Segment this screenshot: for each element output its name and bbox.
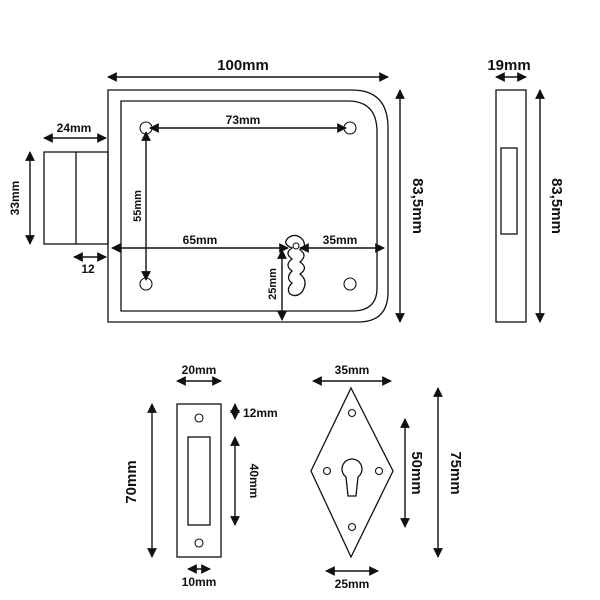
lock-body-outline — [107, 89, 389, 323]
dim-label-40mm: 40mm — [247, 464, 261, 499]
dim-label-50mm: 50mm — [408, 451, 425, 494]
dim-label-55mm: 55mm — [132, 190, 144, 222]
dim-label-12: 12 — [81, 262, 95, 276]
lock-body-inner-outline — [120, 100, 378, 312]
dim-label-escutcheon-35mm: 35mm — [335, 363, 370, 377]
dim-label-35mm: 35mm — [323, 233, 358, 247]
strike-plate-slot — [187, 436, 211, 526]
dim-label-83-5mm-side: 83,5mm — [548, 178, 565, 234]
dim-label-19mm: 19mm — [487, 57, 530, 74]
dim-label-12mm: 12mm — [243, 406, 278, 420]
dim-label-75mm: 75mm — [447, 451, 464, 494]
dim-label-70mm: 70mm — [123, 460, 140, 503]
dim-label-20mm: 20mm — [182, 363, 217, 377]
escutcheon-outline — [310, 386, 394, 559]
dim-label-24mm: 24mm — [57, 121, 92, 135]
dim-label-33mm: 33mm — [8, 181, 22, 216]
lock-body-front-view: 73mm 55mm 65mm 35mm 25mm — [107, 89, 389, 323]
dim-label-25mm: 25mm — [267, 268, 279, 300]
dim-label-10mm: 10mm — [182, 575, 217, 589]
strike-plate-outline — [176, 403, 222, 558]
side-view-outline — [495, 89, 527, 323]
dim-label-65mm: 65mm — [183, 233, 218, 247]
escutcheon-keyhole-icon — [341, 458, 363, 497]
dim-label-83-5mm-body: 83,5mm — [409, 178, 426, 234]
screw-hole-bottom-right — [343, 277, 357, 291]
bolt: 24mm 33mm 12 — [8, 121, 109, 276]
strike-plate: 20mm 70mm 12mm 40mm 10mm — [123, 363, 278, 589]
side-view-bolt-slot — [500, 147, 518, 235]
side-view: 19mm 83,5mm — [487, 57, 565, 323]
dim-label-73mm: 73mm — [226, 113, 261, 127]
dim-label-100mm: 100mm — [217, 57, 269, 74]
escutcheon: 35mm 50mm 75mm 25mm — [310, 363, 464, 591]
dim-label-escutcheon-25mm: 25mm — [335, 577, 370, 591]
